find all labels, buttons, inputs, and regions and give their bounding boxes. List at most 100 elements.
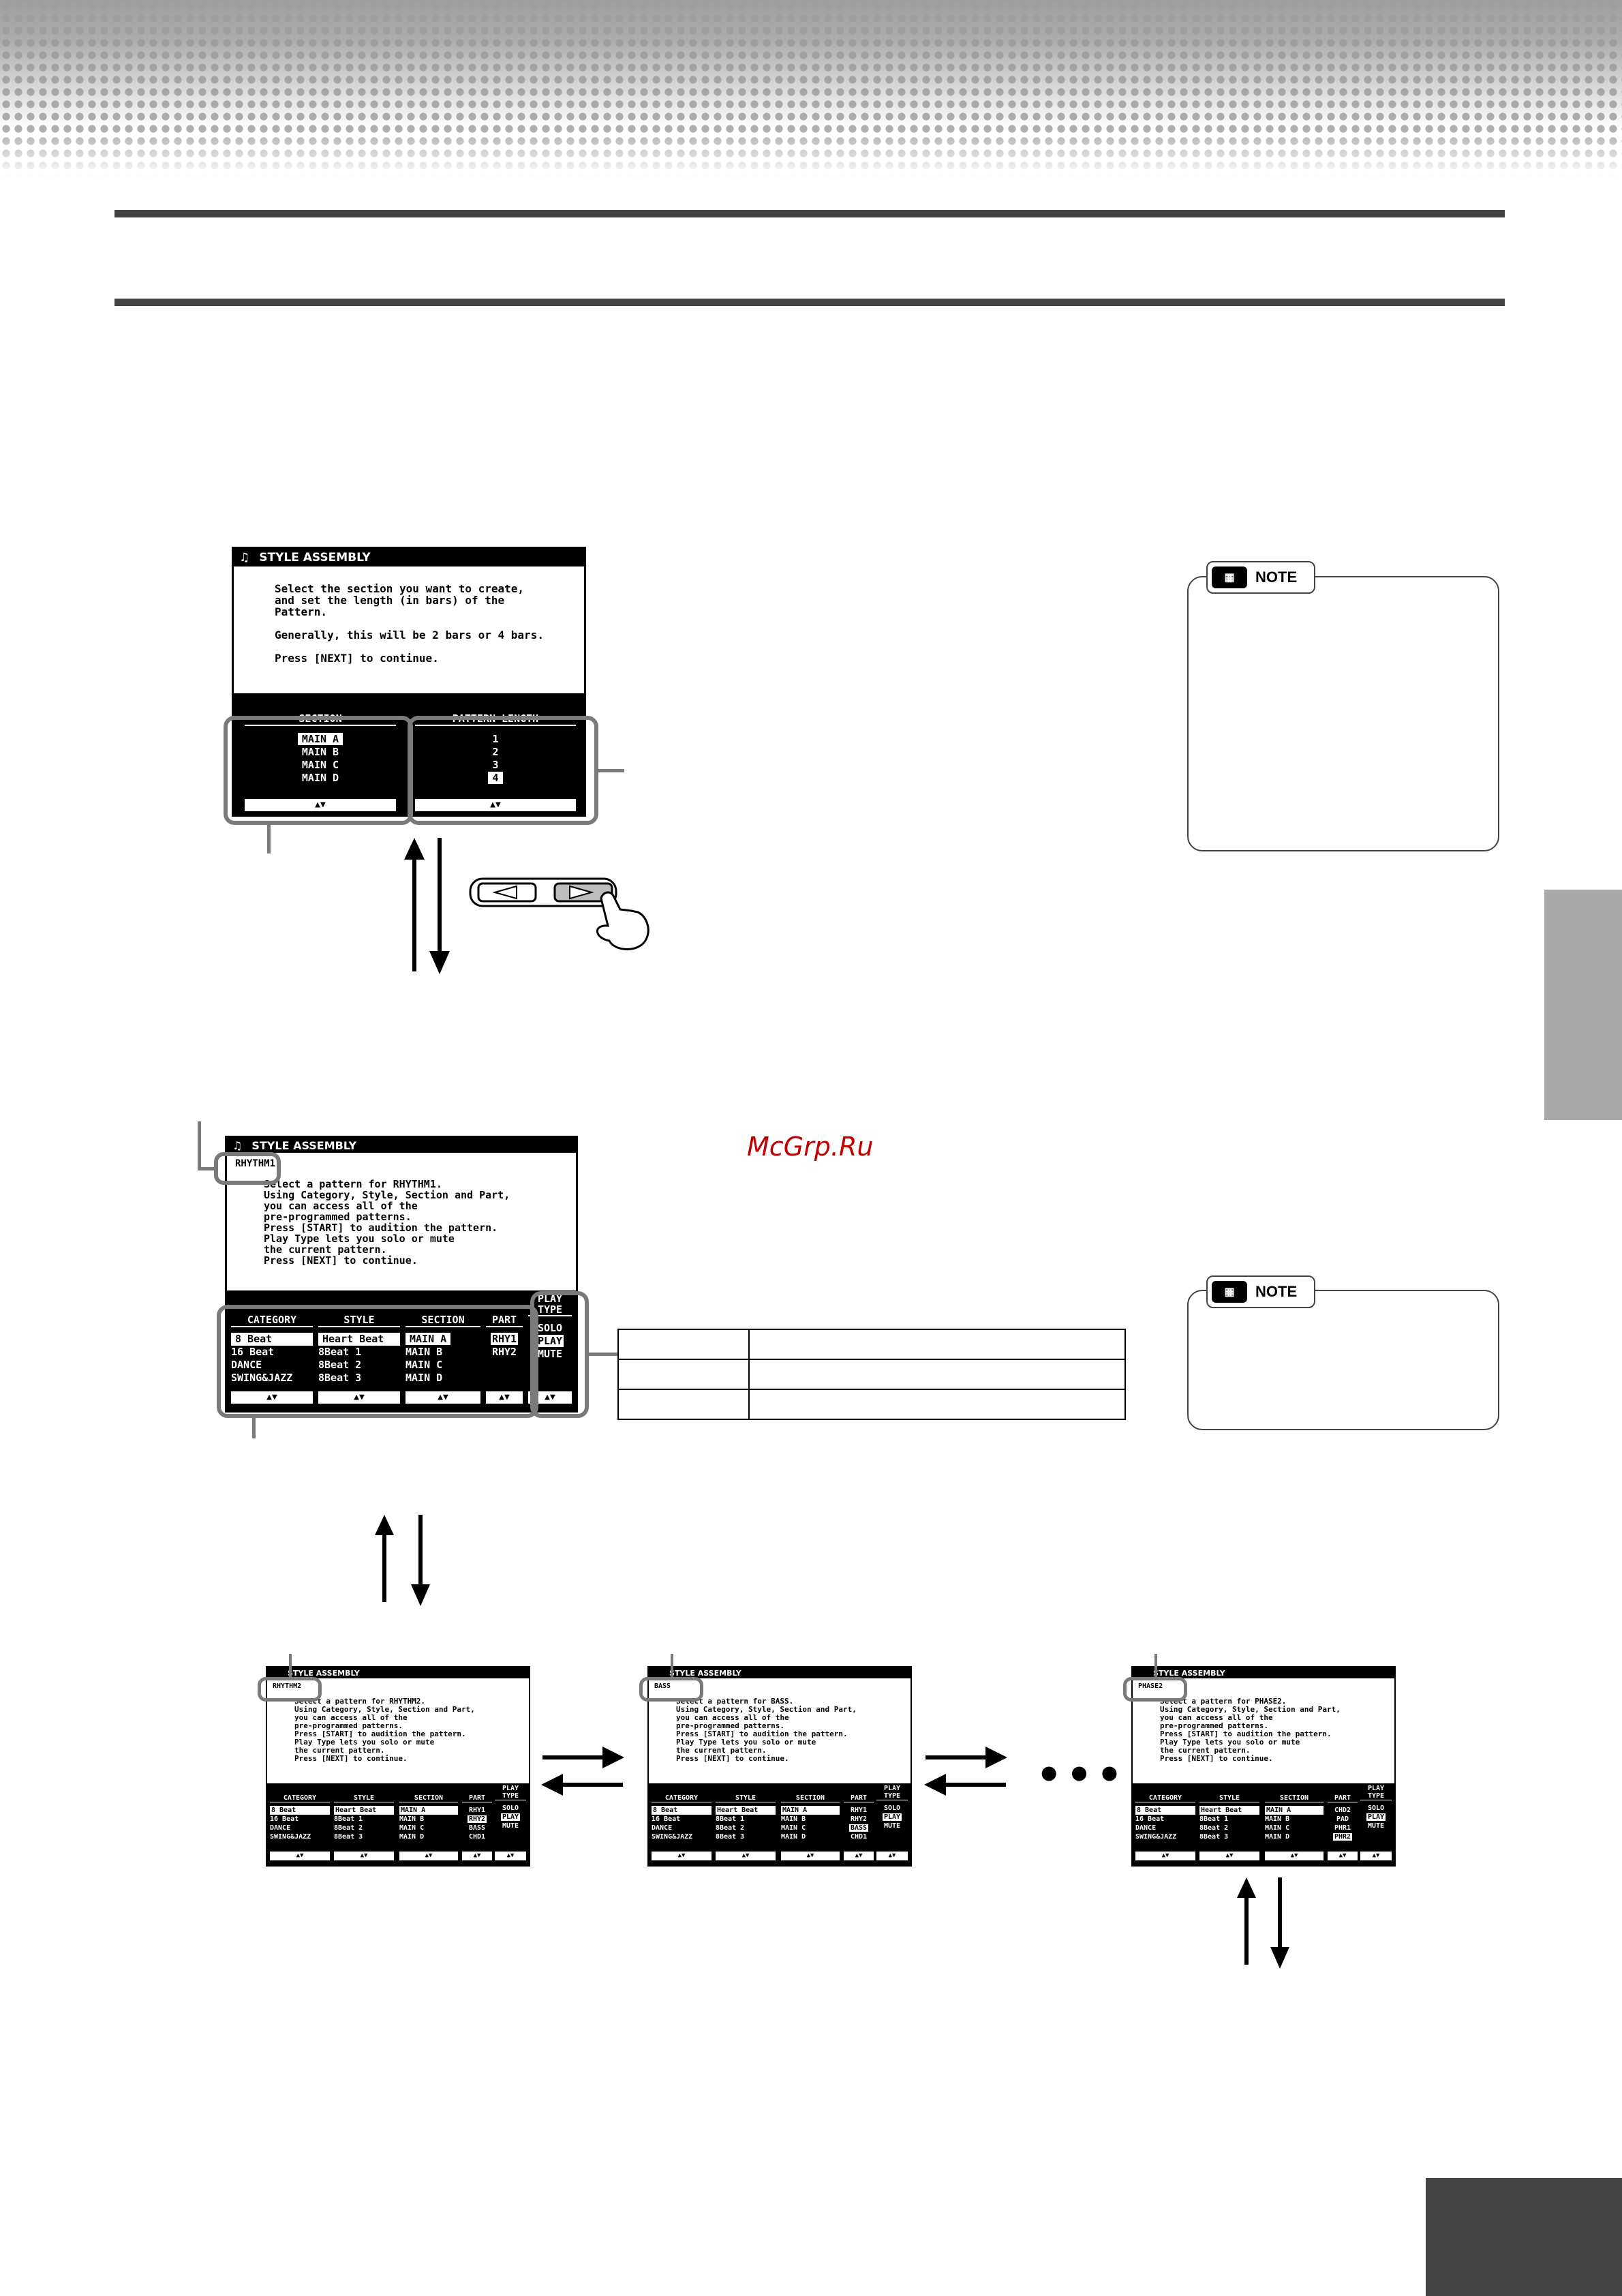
style-option[interactable]: 8Beat 3: [318, 1372, 362, 1384]
section-arrows[interactable]: ▲▼: [406, 1391, 480, 1404]
part-option[interactable]: RHY2: [491, 1346, 517, 1358]
category-option[interactable]: 8 Beat: [231, 1333, 313, 1346]
category-option[interactable]: SWING&JAZZ: [1135, 1833, 1177, 1841]
category-option[interactable]: SWING&JAZZ: [231, 1372, 293, 1384]
style-option[interactable]: 8Beat 2: [318, 1359, 362, 1371]
section-option[interactable]: MAIN C: [406, 1359, 443, 1371]
pattern-up-down-arrows[interactable]: ▲▼: [415, 799, 576, 811]
part-option[interactable]: PHR1: [1334, 1824, 1351, 1832]
section-option[interactable]: MAIN A: [1265, 1806, 1323, 1815]
category-option[interactable]: 16 Beat: [652, 1815, 681, 1823]
section-option[interactable]: MAIN A: [781, 1806, 840, 1815]
category-option[interactable]: SWING&JAZZ: [652, 1833, 693, 1841]
part-option[interactable]: CHD1: [468, 1833, 486, 1841]
category-option[interactable]: DANCE: [270, 1824, 291, 1832]
section-option[interactable]: MAIN D: [406, 1372, 443, 1384]
section-option[interactable]: MAIN D: [301, 772, 339, 784]
style-option[interactable]: Heart Beat: [318, 1333, 400, 1346]
playtype-option[interactable]: MUTE: [1367, 1822, 1385, 1830]
playtype-option[interactable]: PLAY: [1366, 1813, 1386, 1821]
part-option[interactable]: RHY2: [850, 1815, 868, 1823]
section-option[interactable]: MAIN D: [781, 1833, 806, 1841]
section-arrows[interactable]: ▲▼: [781, 1852, 840, 1860]
part-arrows[interactable]: ▲▼: [844, 1852, 874, 1860]
style-option[interactable]: 8Beat 1: [716, 1815, 745, 1823]
style-option[interactable]: 8Beat 3: [334, 1833, 363, 1841]
category-arrows[interactable]: ▲▼: [652, 1852, 711, 1860]
section-option[interactable]: MAIN B: [399, 1815, 425, 1823]
style-arrows[interactable]: ▲▼: [716, 1852, 776, 1860]
playtype-option[interactable]: SOLO: [537, 1322, 563, 1334]
section-option[interactable]: MAIN B: [1265, 1815, 1290, 1823]
part-option[interactable]: CHD1: [850, 1833, 868, 1841]
style-arrows[interactable]: ▲▼: [334, 1852, 394, 1860]
playtype-arrows[interactable]: ▲▼: [528, 1391, 572, 1404]
part-option[interactable]: RHY1: [490, 1333, 519, 1345]
section-option[interactable]: MAIN A: [245, 733, 396, 746]
section-option[interactable]: MAIN B: [406, 1346, 443, 1358]
part-option[interactable]: BASS: [468, 1824, 486, 1832]
part-option[interactable]: RHY1: [468, 1807, 486, 1814]
category-option[interactable]: 16 Beat: [270, 1815, 299, 1823]
section-option[interactable]: MAIN C: [399, 1824, 425, 1832]
style-option[interactable]: Heart Beat: [1199, 1806, 1259, 1815]
playtype-arrows[interactable]: ▲▼: [495, 1852, 526, 1860]
pattern-option[interactable]: 1: [492, 733, 499, 745]
category-option[interactable]: DANCE: [1135, 1824, 1157, 1832]
style-option[interactable]: 8Beat 1: [318, 1346, 362, 1358]
style-option[interactable]: 8Beat 3: [1199, 1833, 1229, 1841]
playtype-option[interactable]: PLAY: [882, 1813, 902, 1821]
section-option[interactable]: MAIN D: [1265, 1833, 1290, 1841]
style-arrows[interactable]: ▲▼: [1199, 1852, 1259, 1860]
playtype-option[interactable]: PLAY: [536, 1335, 564, 1347]
part-option[interactable]: PAD: [1336, 1815, 1349, 1823]
section-option[interactable]: MAIN B: [301, 746, 339, 758]
section-option[interactable]: MAIN A: [399, 1806, 458, 1815]
part-option[interactable]: BASS: [848, 1824, 869, 1832]
style-option[interactable]: Heart Beat: [716, 1806, 776, 1815]
section-option[interactable]: MAIN C: [781, 1824, 806, 1832]
pattern-option[interactable]: 2: [492, 746, 499, 758]
part-arrows[interactable]: ▲▼: [1328, 1852, 1358, 1860]
category-option[interactable]: SWING&JAZZ: [270, 1833, 311, 1841]
style-option[interactable]: 8Beat 3: [716, 1833, 745, 1841]
part-option[interactable]: RHY1: [850, 1807, 868, 1814]
category-option[interactable]: 8 Beat: [652, 1806, 711, 1815]
playtype-option[interactable]: MUTE: [883, 1822, 901, 1830]
playtype-option[interactable]: SOLO: [1367, 1804, 1385, 1812]
style-option[interactable]: Heart Beat: [334, 1806, 394, 1815]
section-option[interactable]: MAIN B: [781, 1815, 806, 1823]
style-option[interactable]: 8Beat 2: [716, 1824, 745, 1832]
next-button-press-illustration[interactable]: [468, 875, 656, 956]
category-arrows[interactable]: ▲▼: [231, 1391, 313, 1404]
playtype-option[interactable]: SOLO: [502, 1804, 519, 1812]
section-option[interactable]: MAIN C: [301, 759, 339, 771]
part-option[interactable]: CHD2: [1334, 1807, 1351, 1814]
style-option[interactable]: 8Beat 2: [334, 1824, 363, 1832]
style-option[interactable]: 8Beat 1: [1199, 1815, 1229, 1823]
part-option[interactable]: RHY2: [467, 1815, 487, 1823]
part-arrows[interactable]: ▲▼: [486, 1391, 523, 1404]
part-arrows[interactable]: ▲▼: [462, 1852, 492, 1860]
category-arrows[interactable]: ▲▼: [270, 1852, 330, 1860]
category-option[interactable]: 16 Beat: [231, 1346, 275, 1358]
category-option[interactable]: 16 Beat: [1135, 1815, 1165, 1823]
category-option[interactable]: 8 Beat: [270, 1806, 330, 1815]
part-option[interactable]: PHR2: [1332, 1833, 1353, 1841]
section-option[interactable]: MAIN A: [406, 1333, 480, 1346]
playtype-option[interactable]: PLAY: [500, 1813, 521, 1821]
style-option[interactable]: 8Beat 2: [1199, 1824, 1229, 1832]
category-option[interactable]: DANCE: [652, 1824, 673, 1832]
category-arrows[interactable]: ▲▼: [1135, 1852, 1195, 1860]
pattern-option[interactable]: 4: [415, 772, 576, 785]
playtype-option[interactable]: MUTE: [537, 1348, 563, 1360]
style-option[interactable]: 8Beat 1: [334, 1815, 363, 1823]
playtype-option[interactable]: MUTE: [502, 1822, 519, 1830]
playtype-option[interactable]: SOLO: [883, 1804, 901, 1812]
playtype-arrows[interactable]: ▲▼: [1360, 1852, 1392, 1860]
section-arrows[interactable]: ▲▼: [399, 1852, 458, 1860]
category-option[interactable]: DANCE: [231, 1359, 262, 1371]
category-option[interactable]: 8 Beat: [1135, 1806, 1195, 1815]
style-arrows[interactable]: ▲▼: [318, 1391, 400, 1404]
section-option[interactable]: MAIN D: [399, 1833, 425, 1841]
